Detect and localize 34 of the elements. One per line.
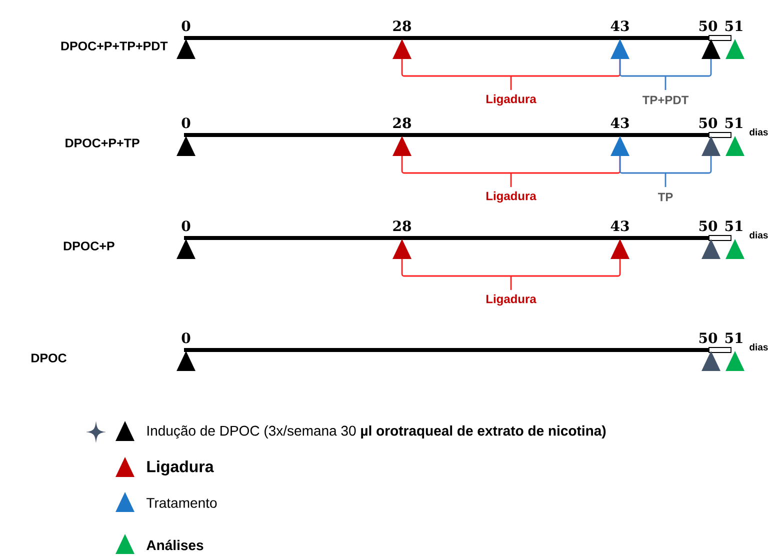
day-number: 43 (610, 118, 629, 128)
day-number: 0 (182, 20, 190, 32)
bracket-label: Ligadura (486, 191, 536, 203)
legend-text: Indução de DPOC (3x/semana 30 µl orotraqueal de extrato de nicotina) (148, 425, 606, 439)
row-label: DPOC+P+TP (66, 138, 140, 148)
unit-label: dias (750, 128, 768, 136)
day-number: 28 (393, 220, 411, 232)
row-label: DPOC (32, 354, 66, 362)
day-number: 28 (393, 118, 411, 128)
row-label: DPOC+P+TP+PDT (61, 42, 168, 50)
day-number: 0 (182, 220, 190, 232)
day-number: 50 (699, 20, 718, 32)
bracket-label: TP+PDT (642, 96, 689, 104)
legend-text: Análises (146, 540, 204, 550)
legend-text: Ligadura (147, 460, 214, 476)
day-number: 51 (725, 220, 742, 232)
legend-text: Tratamento (146, 498, 217, 508)
day-number: 51 (725, 332, 742, 344)
bracket-label: TP (658, 192, 673, 202)
day-number: 0 (182, 332, 190, 344)
unit-label: dias (750, 344, 768, 350)
day-number: 50 (699, 332, 718, 344)
day-number: 51 (725, 118, 742, 128)
day-number: 50 (699, 118, 718, 128)
row-label: DPOC+P (64, 242, 114, 250)
day-number: 43 (610, 20, 629, 32)
day-number: 0 (182, 118, 190, 128)
day-number: 28 (393, 20, 411, 32)
unit-label: dias (750, 232, 768, 238)
bracket-label: Ligadura (486, 94, 536, 106)
bracket-label: Ligadura (486, 294, 536, 306)
day-number: 43 (610, 220, 629, 232)
day-number: 51 (725, 20, 742, 32)
day-number: 50 (699, 220, 718, 232)
